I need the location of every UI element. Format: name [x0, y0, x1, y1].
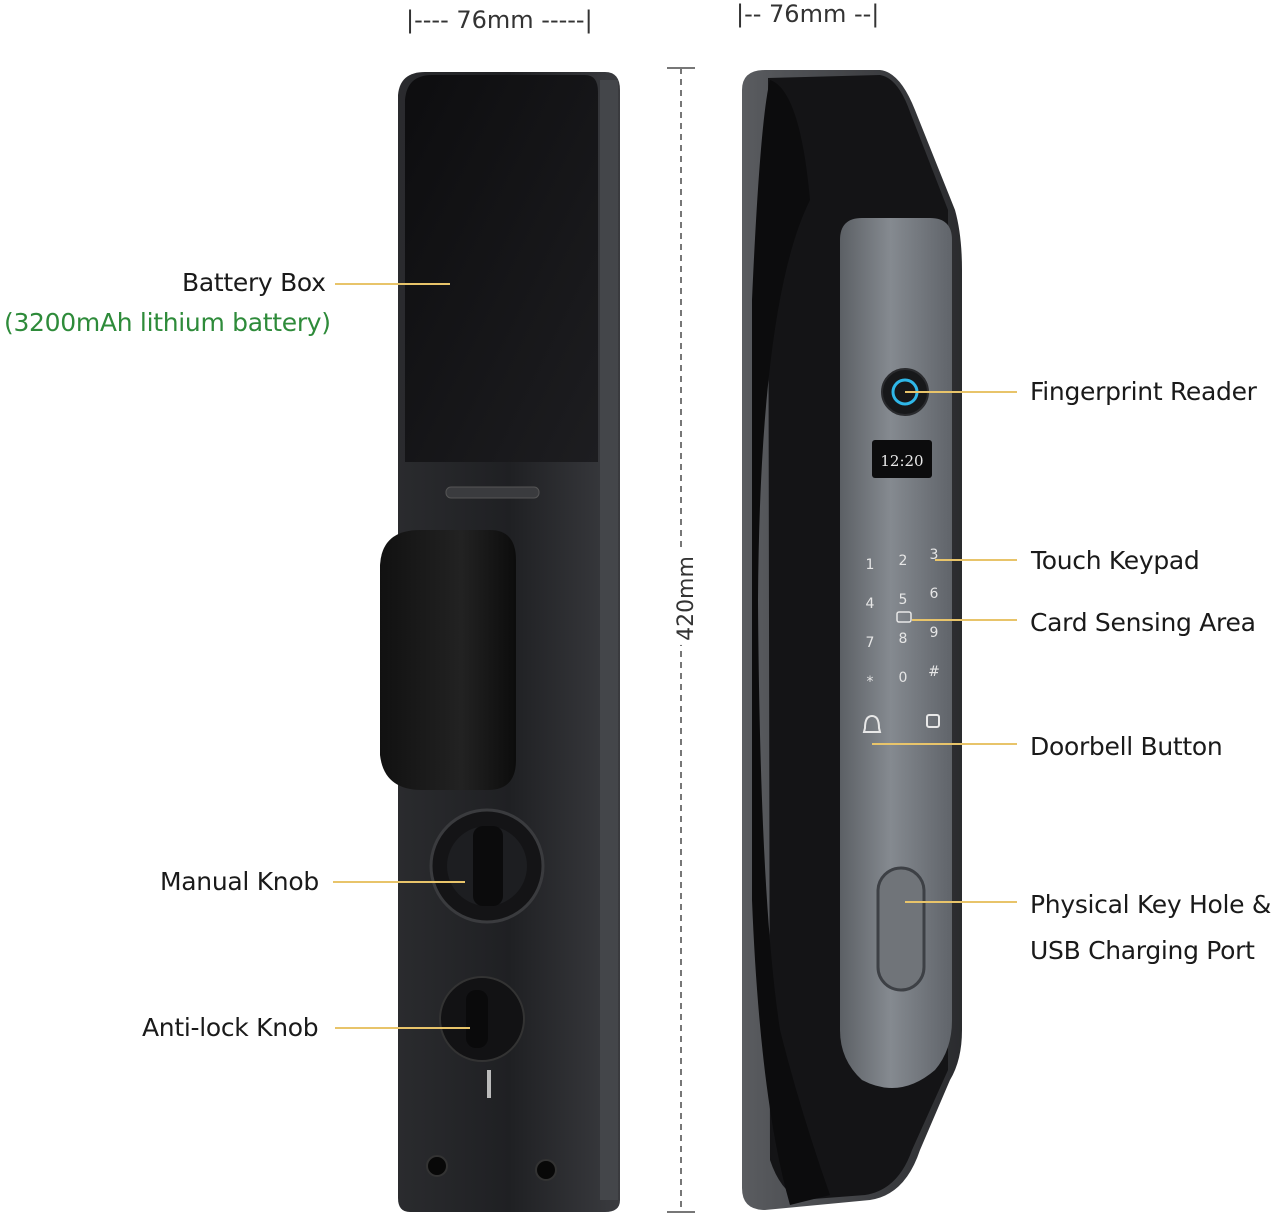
battery-box	[405, 75, 598, 462]
keypad-key: 4	[866, 596, 875, 612]
handle	[380, 530, 516, 790]
display-time: 12:20	[880, 452, 923, 470]
leader-lines	[333, 283, 1017, 1029]
side-width-label: |-- 76mm --|	[736, 0, 880, 28]
key-hole-label-line2: USB Charging Port	[1030, 936, 1255, 965]
keypad-key: #	[928, 664, 940, 680]
keypad-key: 9	[930, 625, 939, 641]
manual-knob-label: Manual Knob	[160, 867, 319, 896]
anti-lock-knob-label: Anti-lock Knob	[142, 1013, 319, 1042]
fingerprint-reader-label: Fingerprint Reader	[1030, 377, 1257, 406]
touch-keypad-label: Touch Keypad	[1031, 546, 1200, 575]
keypad-key: 8	[899, 631, 908, 647]
card-sensing-area-label: Card Sensing Area	[1030, 608, 1256, 637]
keypad-key: 2	[899, 553, 908, 569]
lock-back-panel	[380, 72, 620, 1212]
front-width-label: |---- 76mm -----|	[406, 6, 593, 34]
lock-front-panel	[742, 70, 962, 1210]
keypad-key: *	[867, 674, 874, 690]
battery-detail-label: (3200mAh lithium battery)	[4, 308, 331, 337]
keypad-key: 3	[930, 547, 939, 563]
front-silver-panel	[840, 218, 952, 1088]
doorbell-icon	[862, 714, 882, 733]
time-display-screen	[872, 440, 932, 478]
height-label: 420mm	[673, 552, 699, 645]
touch-keypad: 1 2 3 4 5 6 7 8 9 * 0 #	[866, 547, 940, 690]
keypad-key: 5	[899, 592, 908, 608]
card-icon	[896, 611, 912, 623]
keypad-key: 6	[930, 586, 939, 602]
battery-box-label: Battery Box	[182, 268, 326, 297]
keypad-key: 0	[899, 670, 908, 686]
keypad-key: 7	[866, 635, 875, 651]
doorbell-button-label: Doorbell Button	[1030, 732, 1223, 761]
padlock-icon	[926, 714, 940, 728]
key-hole-label-line1: Physical Key Hole &	[1030, 890, 1272, 919]
physical-key-hole	[876, 866, 926, 992]
keypad-key: 1	[866, 557, 875, 573]
